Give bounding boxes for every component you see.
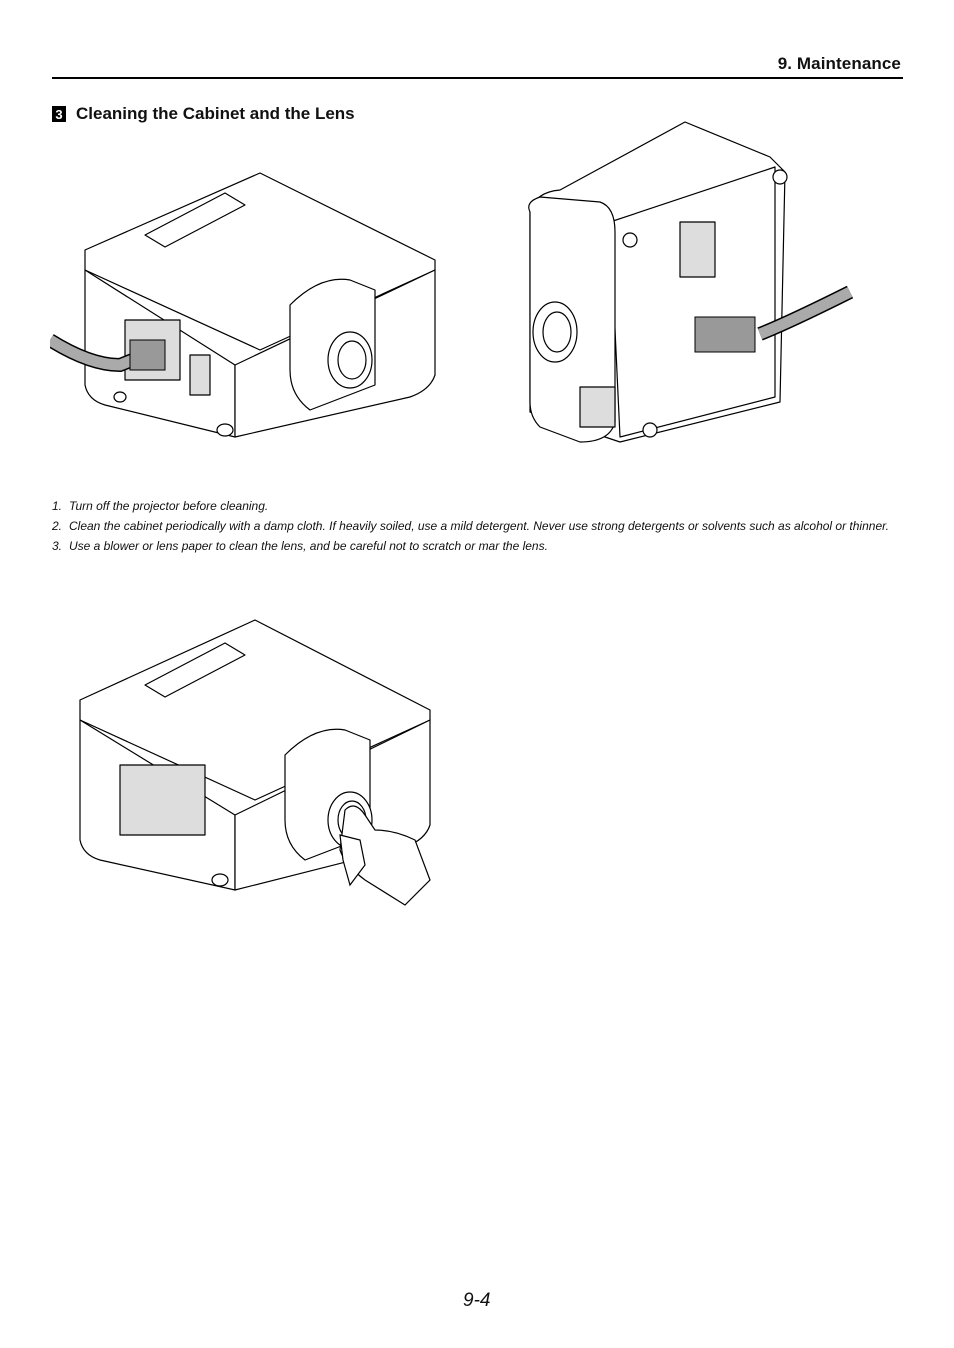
projector-rear-illustration — [528, 121, 854, 443]
projector-front-illustration — [50, 172, 436, 438]
header-rule — [52, 77, 903, 79]
cleaning-steps: 1. Turn off the projector before cleanin… — [52, 498, 902, 558]
step-item: 2. Clean the cabinet periodically with a… — [52, 518, 902, 534]
section-title: Cleaning the Cabinet and the Lens — [76, 104, 355, 123]
step-number: 2. — [52, 519, 63, 533]
step-text: Use a blower or lens paper to clean the … — [69, 539, 548, 553]
section-heading: 3 Cleaning the Cabinet and the Lens — [52, 104, 355, 124]
step-item: 3. Use a blower or lens paper to clean t… — [52, 538, 902, 554]
section-number-badge: 3 — [52, 106, 66, 122]
step-item: 1. Turn off the projector before cleanin… — [52, 498, 902, 514]
chapter-title: 9. Maintenance — [777, 54, 901, 73]
step-text: Turn off the projector before cleaning. — [69, 499, 269, 513]
step-number: 1. — [52, 499, 63, 513]
step-number: 3. — [52, 539, 63, 553]
page-number: 9-4 — [463, 1290, 491, 1311]
step-text: Clean the cabinet periodically with a da… — [69, 519, 890, 533]
lens-cleaning-illustration — [79, 619, 431, 906]
